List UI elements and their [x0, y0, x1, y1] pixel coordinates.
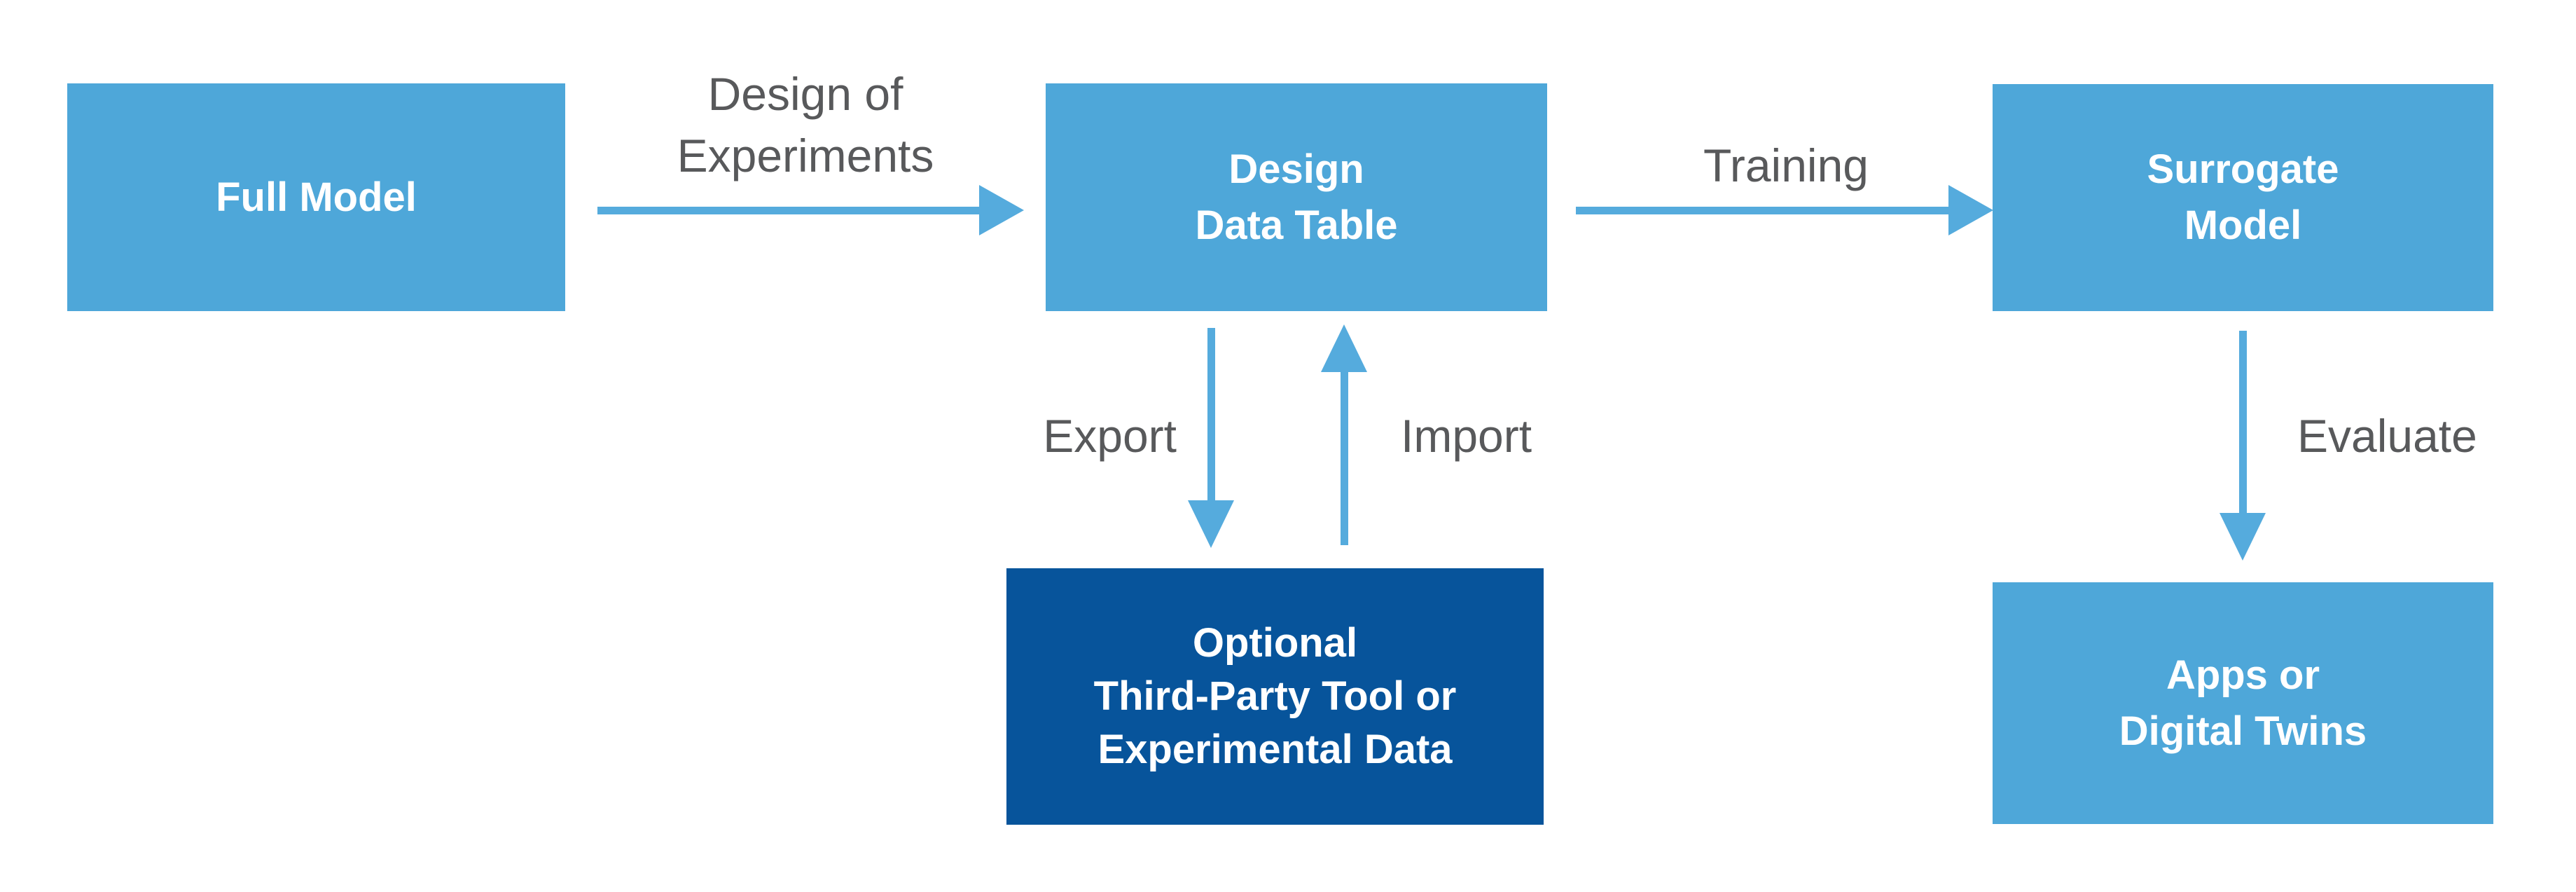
- import-arrow-head-icon: [1321, 324, 1367, 372]
- surrogate-model-label-line1: Surrogate: [2147, 146, 2339, 192]
- export-arrow-head-icon: [1188, 500, 1234, 548]
- doe-arrow-head-icon: [979, 185, 1024, 235]
- design-data-table-label-line2: Data Table: [1195, 202, 1398, 248]
- training-arrow-head-icon: [1948, 185, 1993, 235]
- design-data-table-box: Design Data Table: [1046, 83, 1547, 311]
- evaluate-arrow-shaft: [2239, 331, 2247, 513]
- third-party-label-line1: Optional: [1192, 620, 1358, 666]
- full-model-label: Full Model: [216, 174, 417, 220]
- design-data-table-label-line1: Design: [1228, 146, 1364, 192]
- full-model-box: Full Model: [67, 83, 565, 311]
- export-label: Export: [1043, 410, 1177, 462]
- doe-label-line2: Experiments: [677, 130, 934, 181]
- third-party-label-line3: Experimental Data: [1097, 727, 1453, 772]
- evaluate-arrow-head-icon: [2220, 513, 2266, 561]
- surrogate-model-box: Surrogate Model: [1993, 84, 2493, 311]
- import-arrow-shaft: [1341, 372, 1348, 545]
- third-party-tool-box: Optional Third-Party Tool or Experimenta…: [1006, 568, 1544, 825]
- apps-digital-twins-box: Apps or Digital Twins: [1993, 582, 2493, 824]
- import-label: Import: [1401, 410, 1532, 462]
- apps-label-line2: Digital Twins: [2119, 708, 2367, 754]
- third-party-label-line2: Third-Party Tool or: [1093, 673, 1457, 719]
- apps-label-line1: Apps or: [2166, 652, 2320, 698]
- doe-arrow-shaft: [597, 207, 979, 214]
- doe-label-line1: Design of: [707, 68, 903, 120]
- design-of-experiments-label: Design of Experiments: [595, 63, 1016, 186]
- evaluate-label: Evaluate: [2297, 410, 2477, 462]
- training-arrow-shaft: [1576, 207, 1948, 214]
- export-arrow-shaft: [1207, 328, 1215, 500]
- surrogate-model-label-line2: Model: [2184, 203, 2302, 248]
- training-label: Training: [1703, 139, 1869, 191]
